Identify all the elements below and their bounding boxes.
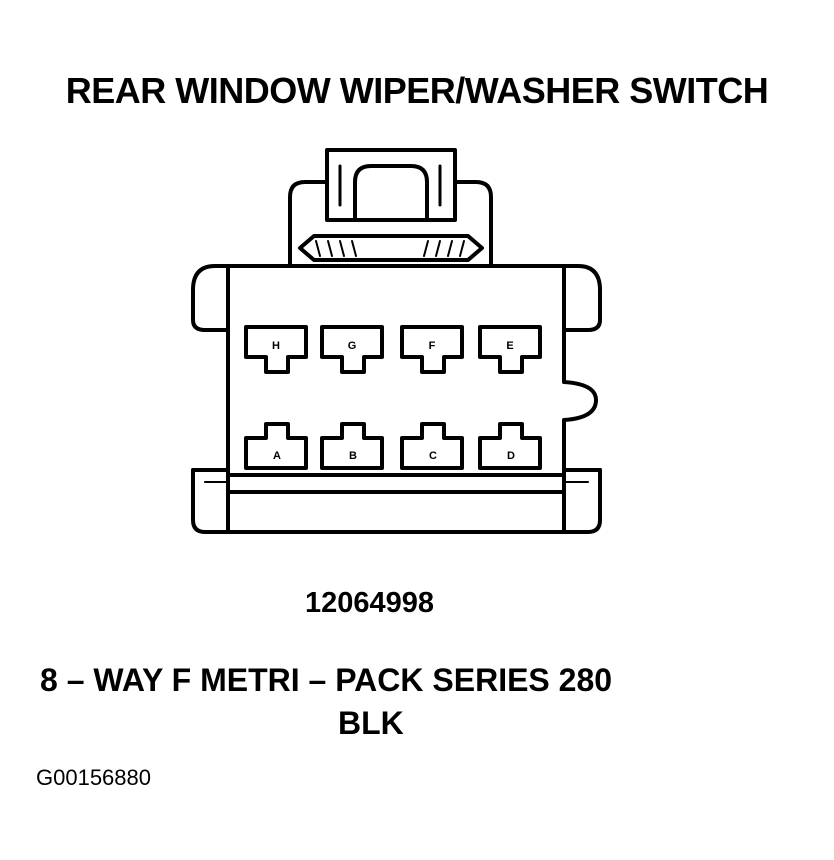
cavity-row-bottom <box>244 422 542 470</box>
pin-label-a: A <box>273 450 281 462</box>
connector-color: BLK <box>338 705 404 741</box>
right-side-latch <box>562 264 602 534</box>
pin-label-f: F <box>429 340 436 352</box>
pin-label-d: D <box>507 450 515 462</box>
figure-id: G00156880 <box>36 765 151 790</box>
pin-label-h: H <box>272 340 280 352</box>
cavity-row-top <box>244 325 542 374</box>
connector-housing <box>226 264 598 534</box>
left-side-latch <box>191 264 230 534</box>
diagram-title: REAR WINDOW WIPER/WASHER SWITCH <box>65 70 769 111</box>
connector-description: 8 – WAY F METRI – PACK SERIES 280 <box>40 662 613 698</box>
pin-label-b: B <box>349 450 357 462</box>
pin-label-c: C <box>429 450 437 462</box>
connector-lock-tab <box>288 148 493 268</box>
part-number: 12064998 <box>305 587 435 619</box>
pin-label-e: E <box>506 340 513 352</box>
pin-label-g: G <box>348 340 357 352</box>
